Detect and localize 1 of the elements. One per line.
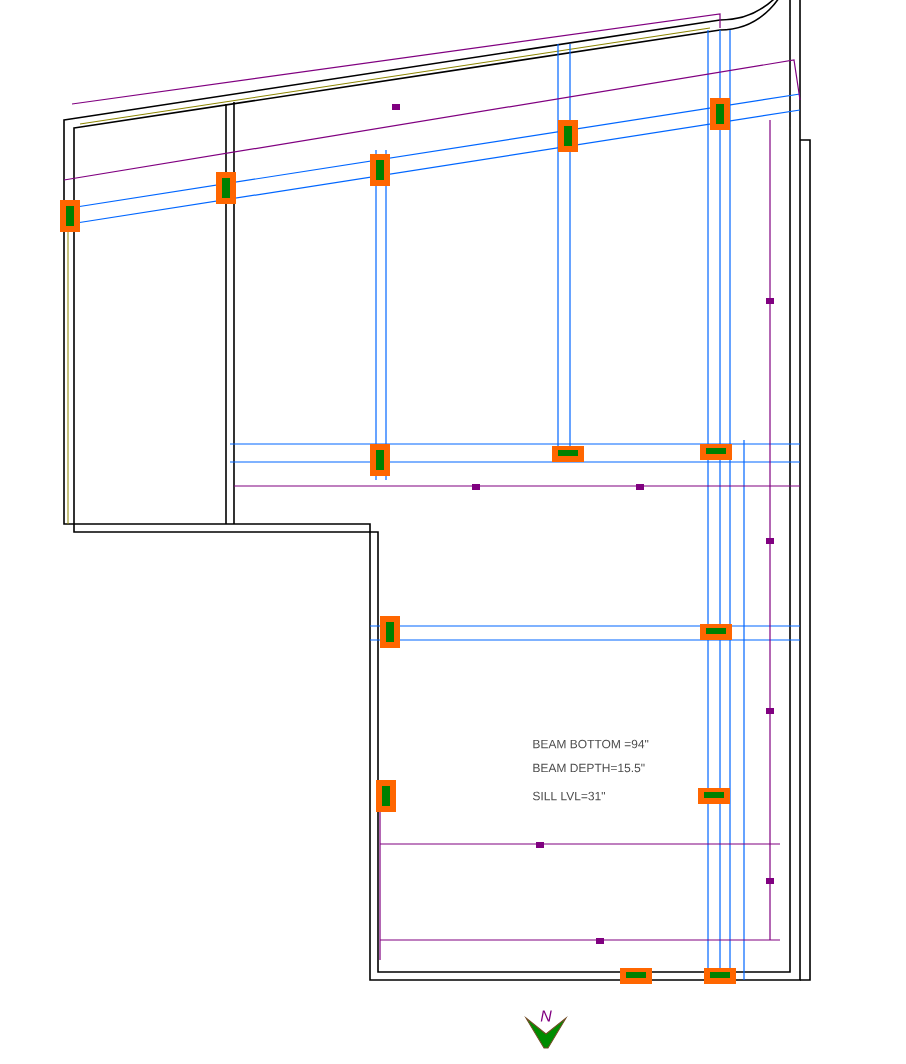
north-label: N <box>540 1010 552 1022</box>
